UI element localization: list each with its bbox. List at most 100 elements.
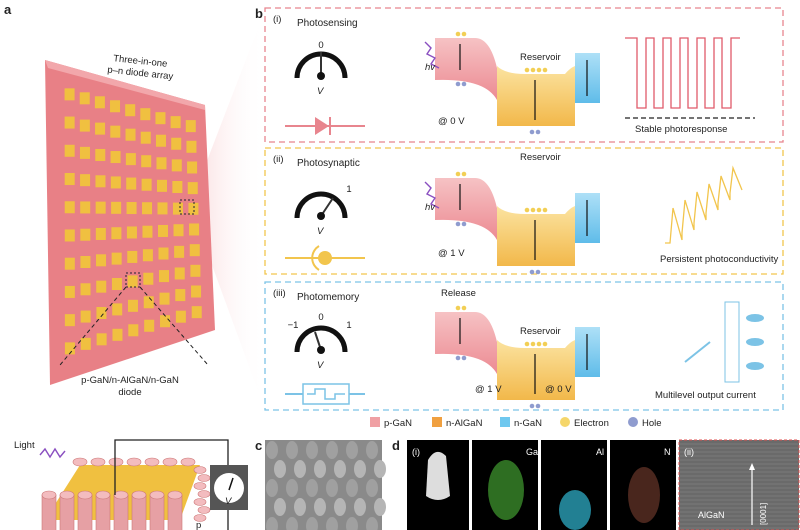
legend-label: n-GaN	[514, 418, 542, 429]
diode-cell	[185, 120, 196, 133]
diode-cell	[95, 122, 106, 135]
diode-cell	[174, 267, 185, 280]
diode-cell	[64, 173, 75, 186]
n-label: N	[664, 447, 671, 457]
nanowire	[59, 494, 75, 530]
diode-cell	[79, 92, 90, 105]
hrtem-image	[678, 439, 800, 530]
sem-pillar	[374, 460, 386, 478]
response-label: Stable photoresponse	[635, 124, 727, 135]
diode-cell	[80, 174, 91, 187]
light-label: Light	[14, 440, 35, 451]
diode-cell	[155, 112, 166, 125]
sem-pillar	[314, 498, 326, 516]
panel-a: a Three-in-one p–n diode array p-GaN/n-A…	[4, 2, 265, 410]
diode-cell	[189, 244, 200, 257]
diode-cell	[158, 247, 169, 260]
diode-cell	[111, 252, 122, 265]
diode-cell	[144, 319, 155, 332]
diode-cell	[64, 144, 75, 157]
p-label: p	[196, 520, 201, 530]
diode-cell	[160, 315, 171, 328]
sem-pillar	[274, 460, 286, 478]
gauge-label: 1	[346, 320, 351, 331]
response-plot	[684, 301, 764, 383]
gauge-label: −1	[288, 320, 299, 331]
sem-pillar	[266, 517, 278, 530]
diode-cell	[64, 201, 75, 214]
diode-cell	[64, 88, 75, 101]
diode-cell	[140, 131, 151, 144]
diode-cell	[111, 278, 122, 291]
panel-label-a: a	[4, 2, 12, 17]
panel-label-d: d	[392, 438, 400, 453]
diode-cell	[94, 96, 105, 109]
photon-icon	[424, 181, 440, 209]
diode-cell	[128, 324, 139, 337]
diode-cell	[126, 202, 137, 215]
nanowire	[131, 494, 147, 530]
diode-cell	[64, 314, 75, 327]
gauge-icon	[294, 51, 348, 80]
sem-pillar	[306, 479, 318, 497]
diode-cell	[186, 140, 197, 153]
sem-pillar	[366, 517, 378, 530]
al-label: Al	[596, 447, 604, 457]
mode-number: (iii)	[273, 288, 286, 299]
diode-cell	[64, 342, 75, 355]
sem-pillar	[306, 441, 318, 459]
device-illustration: Light V p	[14, 439, 248, 530]
diode-cell	[126, 177, 137, 190]
ga-label: Ga	[526, 447, 538, 457]
diode-cell	[141, 155, 152, 168]
sem-pillar	[326, 441, 338, 459]
sem-pillar	[354, 460, 366, 478]
sem-image	[265, 440, 382, 530]
selected-diode-box	[179, 199, 195, 215]
diode-cell	[80, 228, 91, 241]
response-label: Persistent photoconductivity	[660, 254, 779, 265]
diode-cell	[143, 272, 154, 285]
diode-cell	[143, 296, 154, 309]
diode-cell	[127, 275, 138, 288]
panel-d: d (i) Ga Al N (ii) AlGaN [0001]	[392, 438, 800, 530]
bias-label: @ 1 V	[438, 248, 465, 259]
diode-cell	[95, 201, 106, 214]
diode-cell	[126, 226, 137, 239]
light-wave-icon	[39, 447, 66, 459]
diode-cell	[158, 224, 169, 237]
mode-number: (ii)	[273, 154, 284, 165]
gauge-label: 1	[346, 184, 351, 195]
diode-cell	[142, 202, 153, 215]
response-plot	[625, 37, 755, 119]
diode-cell	[80, 201, 91, 214]
sem-pillar	[266, 479, 278, 497]
diode-cell	[159, 270, 170, 283]
diode-cell	[187, 182, 198, 195]
circuit-wire	[114, 439, 229, 495]
diode-cell	[155, 134, 166, 147]
legend-swatch	[432, 417, 442, 427]
diode-cell	[171, 137, 182, 150]
sem-pillar	[286, 517, 298, 530]
band-diagram	[435, 171, 600, 275]
diode-cell	[125, 104, 136, 117]
legend-label: Hole	[642, 418, 662, 429]
diode-cell	[125, 153, 136, 166]
sem-pillar	[366, 441, 378, 459]
nanowire	[77, 494, 93, 530]
diode-cell	[172, 202, 183, 215]
nanowire	[41, 494, 57, 530]
diode-cell	[175, 289, 186, 302]
algan-label: AlGaN	[698, 510, 725, 520]
diode-cell	[80, 256, 91, 269]
sem-pillar	[294, 498, 306, 516]
diode-label-2: diode	[118, 387, 141, 398]
selected-diode-box-2	[125, 272, 141, 288]
sem-pillar	[326, 479, 338, 497]
diode-cell	[79, 119, 90, 132]
diode-cell	[80, 337, 91, 350]
sem-pillar	[274, 498, 286, 516]
diode-cell	[174, 245, 185, 258]
